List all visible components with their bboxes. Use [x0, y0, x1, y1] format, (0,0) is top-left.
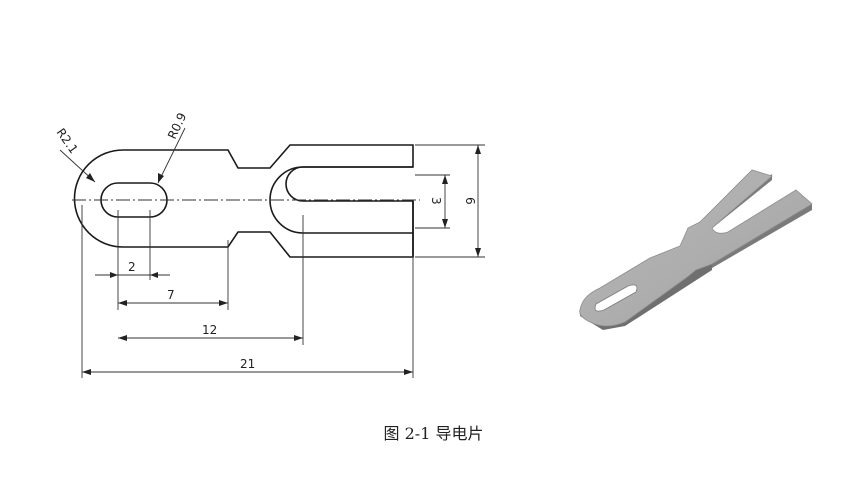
dim-r-outer: R2.1 — [54, 126, 81, 156]
extension-lines — [81, 144, 485, 378]
dim-21: 21 — [240, 357, 255, 371]
dim-3: 3 — [429, 197, 443, 205]
dim-7: 7 — [167, 288, 175, 302]
dim-2: 2 — [128, 260, 136, 274]
dim-r-inner: R0.9 — [165, 110, 189, 141]
dim-6: 6 — [463, 197, 477, 205]
part-outline — [73, 144, 414, 258]
figure-caption: 图 2-1 导电片 — [383, 424, 484, 443]
dim-12: 12 — [202, 323, 217, 337]
isometric-view — [579, 169, 813, 330]
dimension-lines — [59, 127, 481, 375]
